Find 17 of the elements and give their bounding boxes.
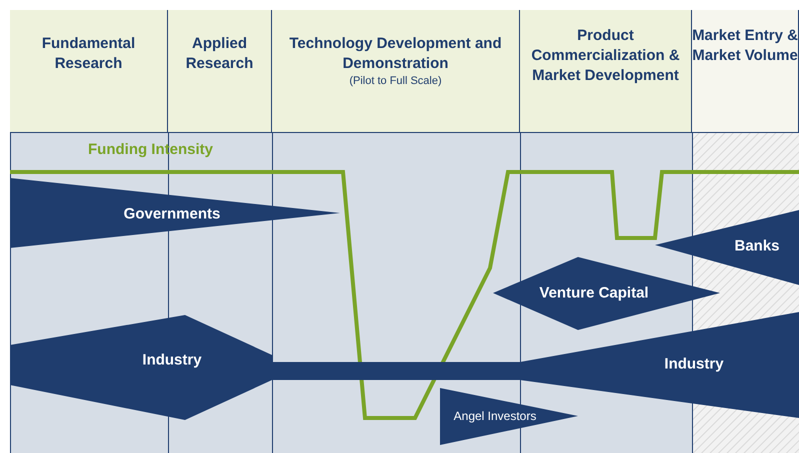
funder-label: Angel Investors	[454, 409, 536, 423]
column-title: Technology Development and Demonstration	[288, 34, 503, 74]
column-header	[272, 10, 520, 132]
funder-label: Industry	[142, 352, 202, 368]
funder-label: Governments	[124, 206, 220, 222]
column-header	[520, 10, 692, 132]
funder-label: Industry	[664, 356, 724, 372]
column-subtitle: (Pilot to Full Scale)	[349, 74, 442, 88]
column-title: Fundamental Research	[40, 34, 136, 74]
column-header	[10, 10, 168, 132]
column-title: Market Entry & Market Volume	[692, 26, 798, 66]
column-header	[168, 10, 272, 132]
column-header	[692, 10, 799, 132]
column-title: Product Commercialization & Market Development	[530, 26, 681, 86]
column-title: Applied Research	[184, 34, 254, 74]
funder-label: Venture Capital	[539, 284, 649, 302]
funder-label: Banks	[734, 238, 780, 254]
